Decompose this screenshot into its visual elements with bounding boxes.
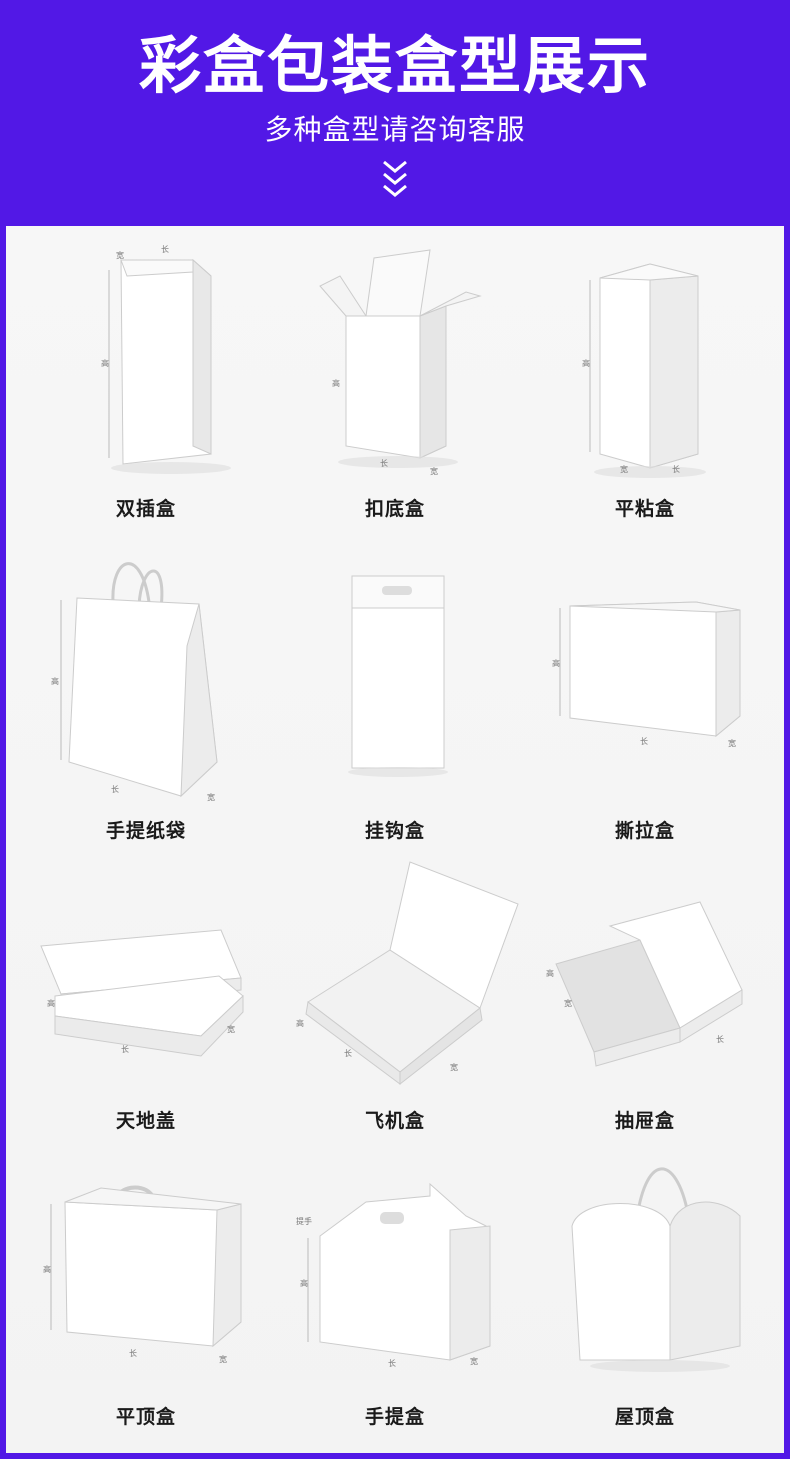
dim-length: 长 [672, 464, 680, 474]
box-label: 双插盒 [115, 498, 176, 520]
dim-height: 高 [552, 658, 560, 668]
flat-glue-box-illustration: 高 宽 长 [582, 263, 706, 478]
double-insert-box-illustration: 高 宽 长 [101, 244, 231, 474]
page-title: 彩盒包装盒型展示 [138, 29, 651, 102]
box-item-drawer: 高 宽 长 抽屉盒 [520, 856, 770, 1156]
dim-height: 高 [296, 1018, 304, 1028]
lid-and-base-box-illustration: 高 长 宽 [40, 929, 244, 1057]
box-item-mailer: 高 长 宽 飞机盒 [270, 856, 520, 1156]
box-label: 手提盒 [364, 1406, 425, 1428]
box-label: 抽屉盒 [614, 1110, 675, 1132]
box-item-roof-top: 屋顶盒 [520, 1156, 770, 1456]
dim-width: 宽 [728, 738, 736, 748]
box-item-double-insert: 高 宽 长 双插盒 [21, 236, 271, 536]
dim-height: 高 [47, 998, 55, 1008]
dim-handle: 提手 [296, 1216, 312, 1226]
handle-box-illustration: 提手 高 长 宽 [296, 1182, 491, 1368]
dim-height: 高 [101, 358, 109, 368]
paper-bag-illustration: 高 长 宽 [51, 562, 218, 802]
dim-length: 长 [716, 1034, 724, 1044]
double-chevron-down-icon [383, 160, 407, 197]
dim-length: 长 [388, 1358, 396, 1368]
dim-width: 宽 [227, 1024, 235, 1034]
box-label: 手提纸袋 [105, 820, 186, 842]
dim-width: 宽 [564, 998, 572, 1008]
page-subtitle: 多种盒型请咨询客服 [264, 113, 526, 146]
dim-length: 长 [111, 784, 119, 794]
box-item-flat-top: 高 长 宽 平顶盒 [21, 1156, 271, 1456]
box-label: 撕拉盒 [614, 820, 675, 842]
mailer-box-illustration: 高 长 宽 [296, 861, 519, 1086]
dim-width: 宽 [207, 792, 215, 802]
dim-height: 高 [300, 1278, 308, 1288]
dim-height: 高 [332, 378, 340, 388]
box-label: 飞机盒 [364, 1110, 425, 1132]
dim-height: 高 [582, 358, 590, 368]
dim-width: 宽 [450, 1062, 458, 1072]
dim-width: 宽 [620, 464, 628, 474]
box-item-lock-bottom: 高 长 宽 扣底盒 [270, 236, 520, 536]
dim-length: 长 [344, 1048, 352, 1058]
dim-height: 高 [43, 1264, 51, 1274]
lock-bottom-box-illustration: 高 长 宽 [319, 249, 482, 476]
box-label: 挂钩盒 [364, 820, 425, 842]
box-item-lid-base: 高 长 宽 天地盖 [21, 856, 271, 1156]
dim-length: 长 [129, 1348, 137, 1358]
box-label: 天地盖 [115, 1110, 176, 1132]
box-label: 平顶盒 [115, 1406, 176, 1428]
dim-length: 长 [161, 244, 169, 254]
box-item-paper-bag: 高 长 宽 手提纸袋 [21, 546, 271, 846]
box-item-handle-box: 提手 高 长 宽 手提盒 [270, 1156, 520, 1456]
dim-length: 长 [380, 458, 388, 468]
dim-width: 宽 [219, 1354, 227, 1364]
flat-top-box-illustration: 高 长 宽 [43, 1185, 242, 1364]
dim-length: 长 [640, 736, 648, 746]
dim-width: 宽 [470, 1356, 478, 1366]
roof-top-box-illustration [571, 1167, 741, 1372]
dim-width: 宽 [116, 250, 124, 260]
dim-height: 高 [546, 968, 554, 978]
box-item-hanging-hook: 挂钩盒 [270, 546, 520, 846]
tear-strip-box-illustration: 高 长 宽 [552, 601, 741, 748]
box-item-tear-strip: 高 长 宽 撕拉盒 [520, 546, 770, 846]
box-label: 屋顶盒 [614, 1406, 675, 1428]
header-banner: 彩盒包装盒型展示 多种盒型请咨询客服 [0, 0, 790, 226]
box-label: 平粘盒 [614, 498, 675, 520]
drawer-box-illustration: 高 宽 长 [546, 901, 743, 1067]
hanging-hook-box-illustration [348, 575, 448, 777]
box-label: 扣底盒 [364, 498, 425, 520]
box-gallery: 高 宽 长 双插盒 高 长 宽 扣底盒 高 宽 长 [6, 226, 784, 1453]
box-item-flat-glue: 高 宽 长 平粘盒 [520, 236, 770, 536]
dim-width: 宽 [430, 466, 438, 476]
dim-height: 高 [51, 676, 59, 686]
dim-length: 长 [121, 1044, 129, 1054]
